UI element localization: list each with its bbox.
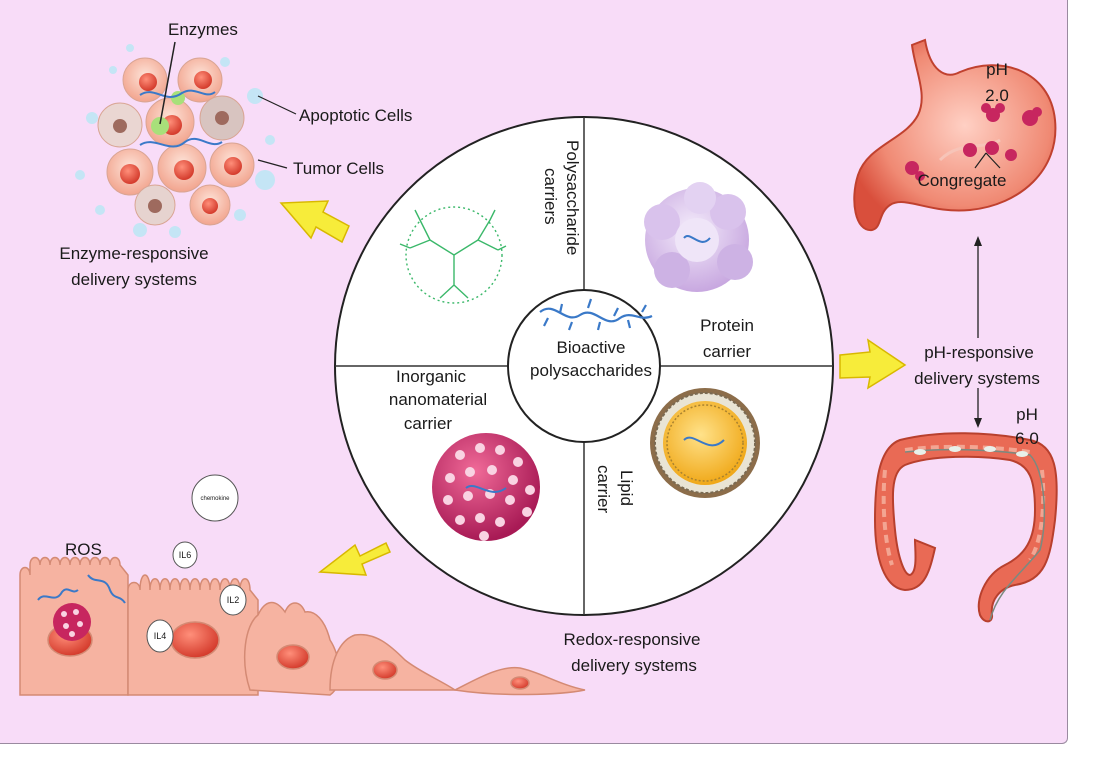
enzymes-label: Enzymes bbox=[168, 20, 238, 39]
ph-up-arrowhead bbox=[974, 236, 982, 246]
congregate-label: Congregate bbox=[918, 171, 1007, 190]
intestine-ph-label: pH bbox=[1016, 405, 1038, 424]
polysaccharide-carriers-label-line1: Polysaccharide bbox=[563, 140, 582, 255]
stomach-illustration bbox=[853, 38, 1057, 232]
inorganic-carrier-label-line3: carrier bbox=[404, 414, 453, 433]
intestine-illustration bbox=[873, 432, 1058, 623]
apoptotic-cells-label: Apoptotic Cells bbox=[299, 106, 412, 125]
wheel-center-circle bbox=[507, 289, 661, 443]
protein-carrier-label-line2: carrier bbox=[703, 342, 752, 361]
lipid-carrier-label-line1: Lipid bbox=[617, 470, 636, 506]
lipid-carrier-label-line2: carrier bbox=[594, 465, 613, 514]
protein-carrier-icon bbox=[644, 182, 753, 292]
redox-nanoparticle-icon bbox=[53, 603, 91, 641]
center-label-line2: polysaccharides bbox=[530, 361, 652, 380]
apoptotic-pointer bbox=[257, 95, 297, 115]
intestine-ph-value: 6.0 bbox=[1015, 429, 1039, 448]
redox-responsive-label-line2: delivery systems bbox=[571, 656, 697, 675]
ph-responsive-label-line1: pH-responsive bbox=[924, 343, 1034, 362]
stomach-ph-label: pH bbox=[986, 60, 1008, 79]
enzyme-responsive-label-line1: Enzyme-responsive bbox=[59, 244, 208, 263]
chemokine-label: chemokine bbox=[200, 496, 230, 502]
arrow-to-redox bbox=[317, 541, 391, 576]
liposome-icon bbox=[650, 388, 760, 498]
polysaccharide-carriers-label-line2: carriers bbox=[541, 168, 560, 225]
il6-label: IL6 bbox=[179, 550, 192, 560]
ros-polymer-chains-icon bbox=[37, 574, 126, 604]
tumor-pointer bbox=[257, 159, 288, 169]
redox-responsive-label-line1: Redox-responsive bbox=[563, 630, 700, 649]
inorganic-carrier-label-line2: nanomaterial bbox=[389, 390, 487, 409]
stomach-ph-value: 2.0 bbox=[985, 86, 1009, 105]
chemokine-bubble: chemokine bbox=[191, 474, 239, 522]
il6-bubble: IL6 bbox=[172, 541, 198, 569]
polysaccharide-chain-icon bbox=[539, 298, 653, 331]
il4-bubble: IL4 bbox=[146, 619, 174, 653]
inorganic-carrier-label-line1: Inorganic bbox=[396, 367, 466, 386]
arrow-to-ph bbox=[839, 338, 907, 390]
il2-bubble: IL2 bbox=[219, 584, 247, 616]
il2-label: IL2 bbox=[227, 595, 240, 605]
ph-down-arrowhead bbox=[974, 418, 982, 428]
il4-label: IL4 bbox=[154, 631, 167, 641]
dendrimer-icon bbox=[399, 206, 507, 304]
center-label-line1: Bioactive bbox=[557, 338, 626, 357]
protein-carrier-label-line1: Protein bbox=[700, 316, 754, 335]
enzymes-pointer bbox=[159, 41, 176, 125]
tumor-cells-label: Tumor Cells bbox=[293, 159, 384, 178]
ros-label: ROS bbox=[65, 540, 102, 559]
tumor-cluster-illustration bbox=[75, 44, 275, 238]
carrier-wheel: Bioactive polysaccharides Polysaccharide… bbox=[334, 116, 834, 616]
arrow-to-enzyme bbox=[279, 200, 350, 244]
ph-responsive-label-line2: delivery systems bbox=[914, 369, 1040, 388]
enzyme-responsive-label-line2: delivery systems bbox=[71, 270, 197, 289]
inorganic-nanoparticle-icon bbox=[432, 433, 540, 541]
